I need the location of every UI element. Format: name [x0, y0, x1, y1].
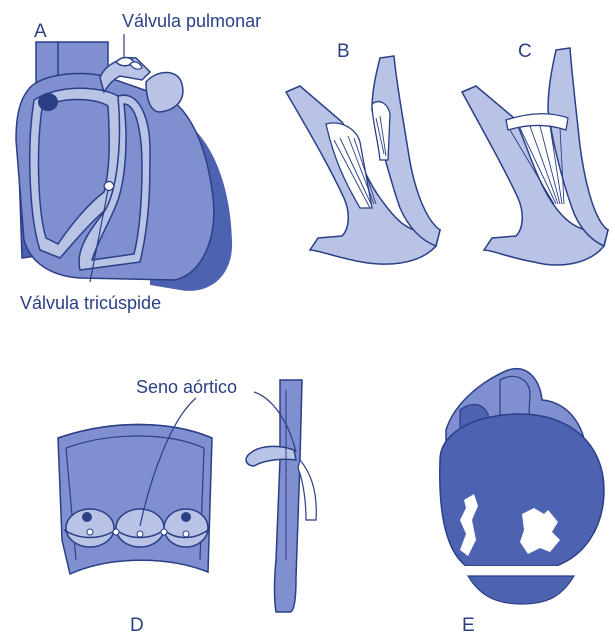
panel-e-letter: E	[462, 616, 475, 635]
aortic-sinus-label: Seno aórtico	[136, 378, 237, 396]
panel-a-letter: A	[34, 22, 47, 41]
panel-c-letter: C	[518, 42, 532, 61]
tricuspid-valve-label: Válvula tricúspide	[20, 294, 161, 312]
pulmonary-valve-label: Válvula pulmonar	[122, 12, 261, 30]
panel-d-letter: D	[130, 616, 144, 635]
panel-b-letter: B	[337, 42, 350, 61]
